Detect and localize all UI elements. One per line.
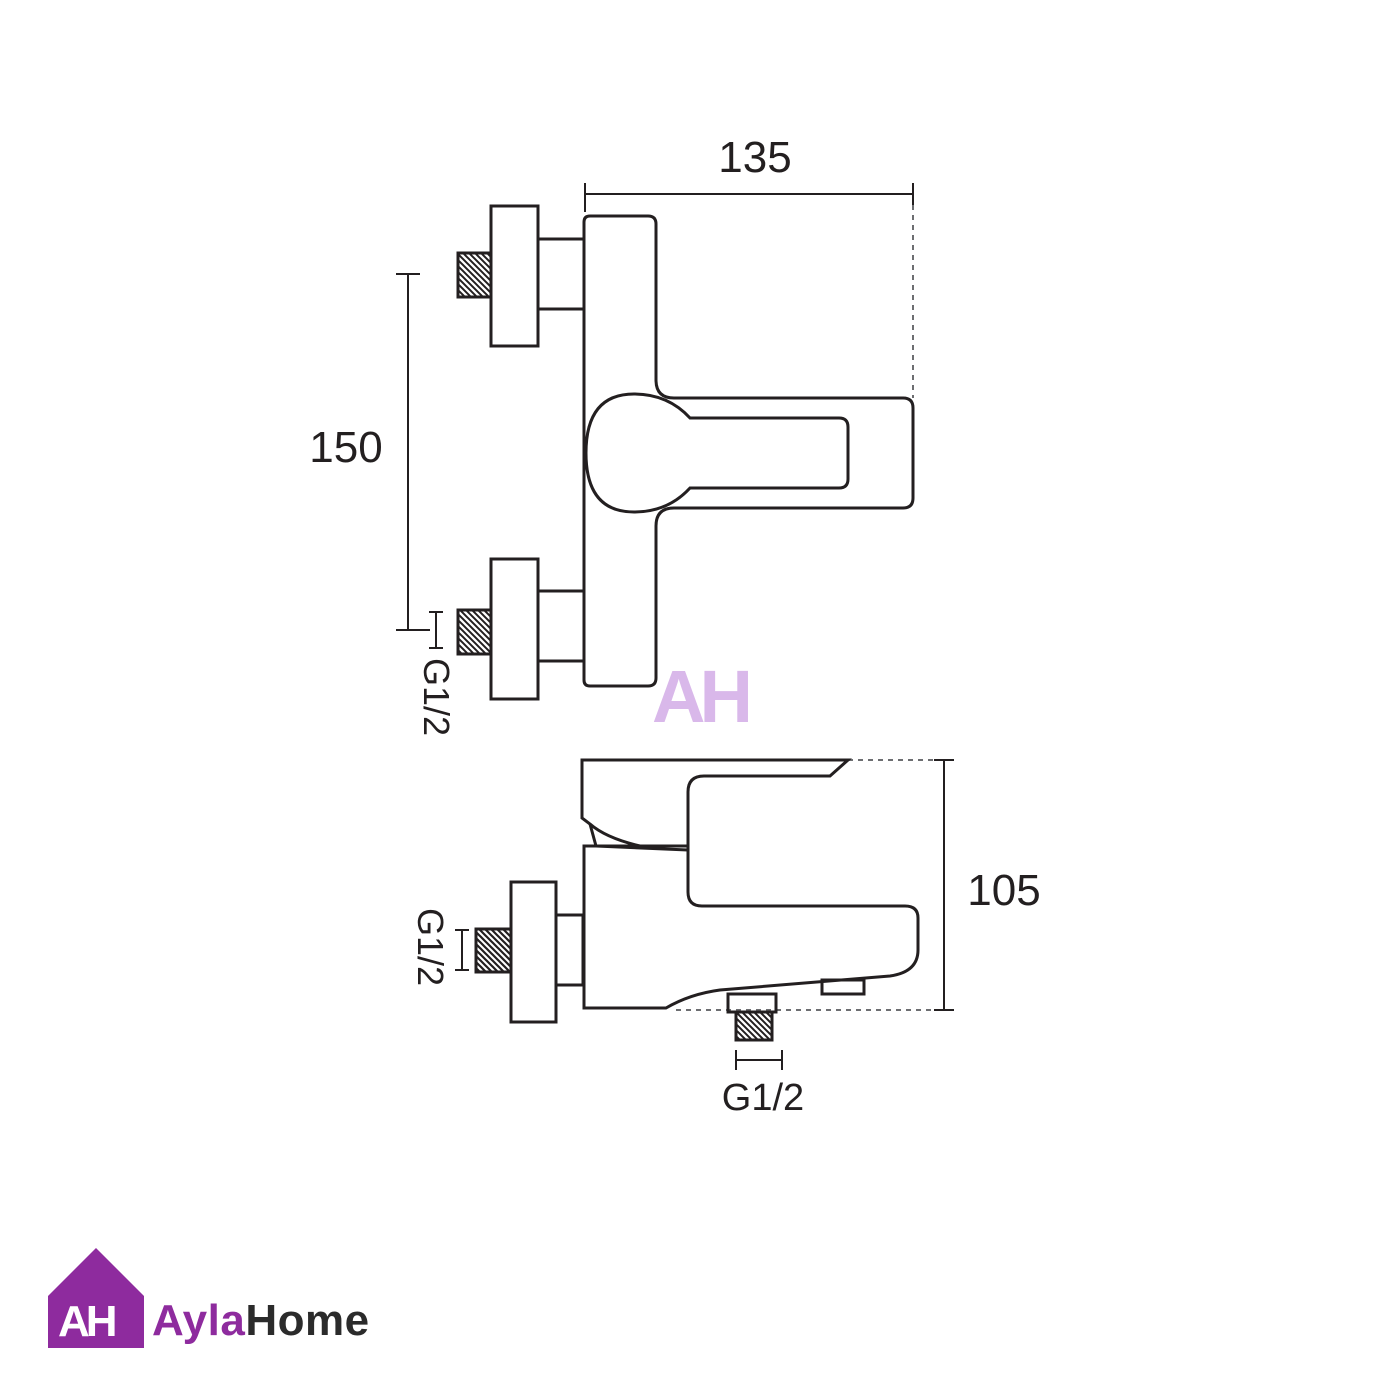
upper-inlet-thread bbox=[456, 251, 493, 299]
side-inlet-thread-label: G1/2 bbox=[410, 908, 451, 986]
watermark-logo: AH bbox=[652, 655, 748, 738]
top-inlet-thread-label: G1/2 bbox=[416, 658, 457, 736]
top-view bbox=[396, 183, 915, 701]
faucet-body-top-view bbox=[582, 214, 915, 688]
brand-name: AylaHome bbox=[152, 1296, 370, 1346]
side-inlet-thread bbox=[474, 927, 513, 974]
side-view bbox=[455, 758, 954, 1070]
brand-logo-letters: AH bbox=[58, 1297, 115, 1346]
brand-name-part2: Home bbox=[245, 1296, 370, 1345]
aerator-detail bbox=[820, 978, 866, 996]
lever-handle-side-view bbox=[580, 758, 852, 848]
lever-handle-top-view bbox=[584, 392, 850, 514]
upper-inlet-connector bbox=[536, 237, 586, 311]
lower-inlet-connector bbox=[536, 589, 586, 663]
side-inlet-connector bbox=[554, 913, 585, 987]
outlet-thread bbox=[734, 1010, 774, 1042]
side-inlet-flange bbox=[509, 880, 558, 1024]
upper-inlet-flange bbox=[489, 204, 540, 348]
outlet-thread-label: G1/2 bbox=[722, 1077, 804, 1119]
brand-name-part1: Ayla bbox=[152, 1296, 246, 1345]
depth-label: 105 bbox=[967, 866, 1040, 915]
brand-logo-icon: AH bbox=[48, 1248, 144, 1348]
width-label: 135 bbox=[718, 133, 791, 182]
lower-inlet-thread bbox=[456, 608, 493, 656]
lower-inlet-flange bbox=[489, 557, 540, 701]
faucet-body-side-view bbox=[582, 844, 920, 1010]
height-label: 150 bbox=[309, 423, 382, 472]
